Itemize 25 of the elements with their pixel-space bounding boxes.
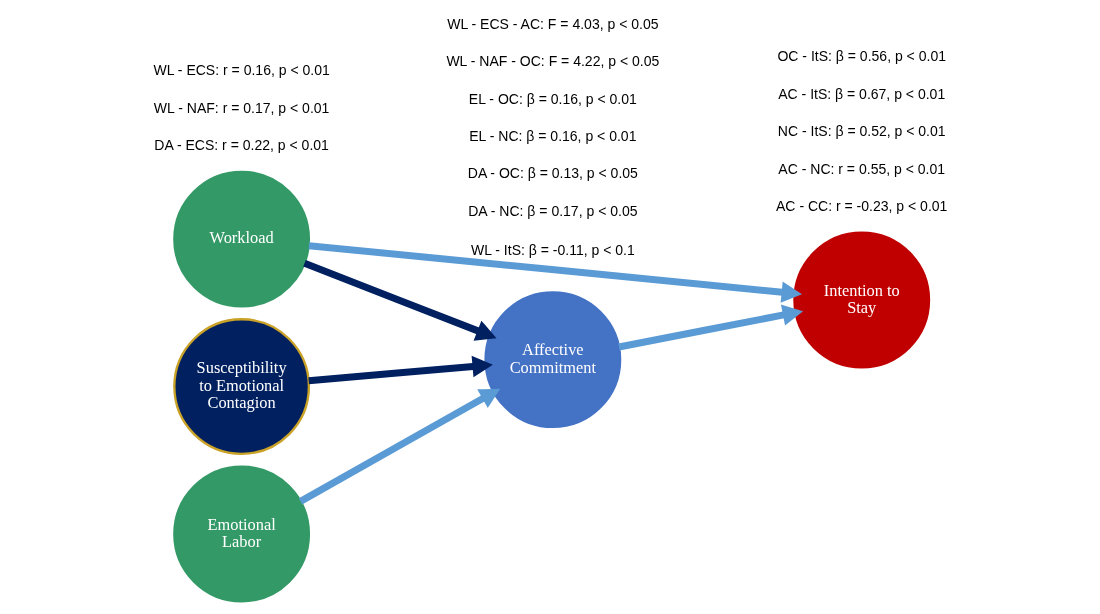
node-circle: Intention to Stay (792, 231, 930, 369)
label: WL - ECS - AC: F = 4.03, p < 0.05 (446, 15, 659, 32)
label: WL - NAF - OC: F = 4.22, p < 0.05 (445, 53, 659, 70)
node-circle: Emotional Labor (172, 465, 310, 603)
label: EL - NC: β = 0.16, p < 0.01 (468, 127, 636, 144)
label: NC - ItS: β = 0.52, p < 0.01 (777, 123, 946, 140)
arrow (617, 304, 803, 351)
arrow (302, 259, 496, 341)
label: EL - OC: β = 0.16, p < 0.01 (468, 90, 637, 107)
label: AC - CC: r = -0.23, p < 0.01 (775, 198, 947, 215)
arrow (298, 388, 500, 505)
label: WL - ECS: r = 0.16, p < 0.01 (152, 62, 330, 79)
label: OC - ItS: β = 0.56, p < 0.01 (776, 48, 946, 65)
node-circle: Susceptibility to Emotional Contagion (172, 318, 310, 455)
label: WL - NAF: r = 0.17, p < 0.01 (153, 99, 329, 116)
arrow (308, 242, 802, 303)
label: AC - ItS: β = 0.67, p < 0.01 (777, 85, 945, 102)
edge-label: WL - ItS: β = -0.11, p < 0.1 (470, 242, 635, 259)
node-circle: Affective Commitment (483, 291, 621, 429)
node-circle: Workload (172, 170, 310, 308)
arrow (307, 355, 493, 385)
label: DA - OC: β = 0.13, p < 0.05 (467, 165, 638, 182)
label: DA - ECS: r = 0.22, p < 0.01 (153, 137, 329, 154)
label: AC - NC: r = 0.55, p < 0.01 (777, 160, 945, 177)
label: DA - NC: β = 0.17, p < 0.05 (467, 202, 638, 219)
